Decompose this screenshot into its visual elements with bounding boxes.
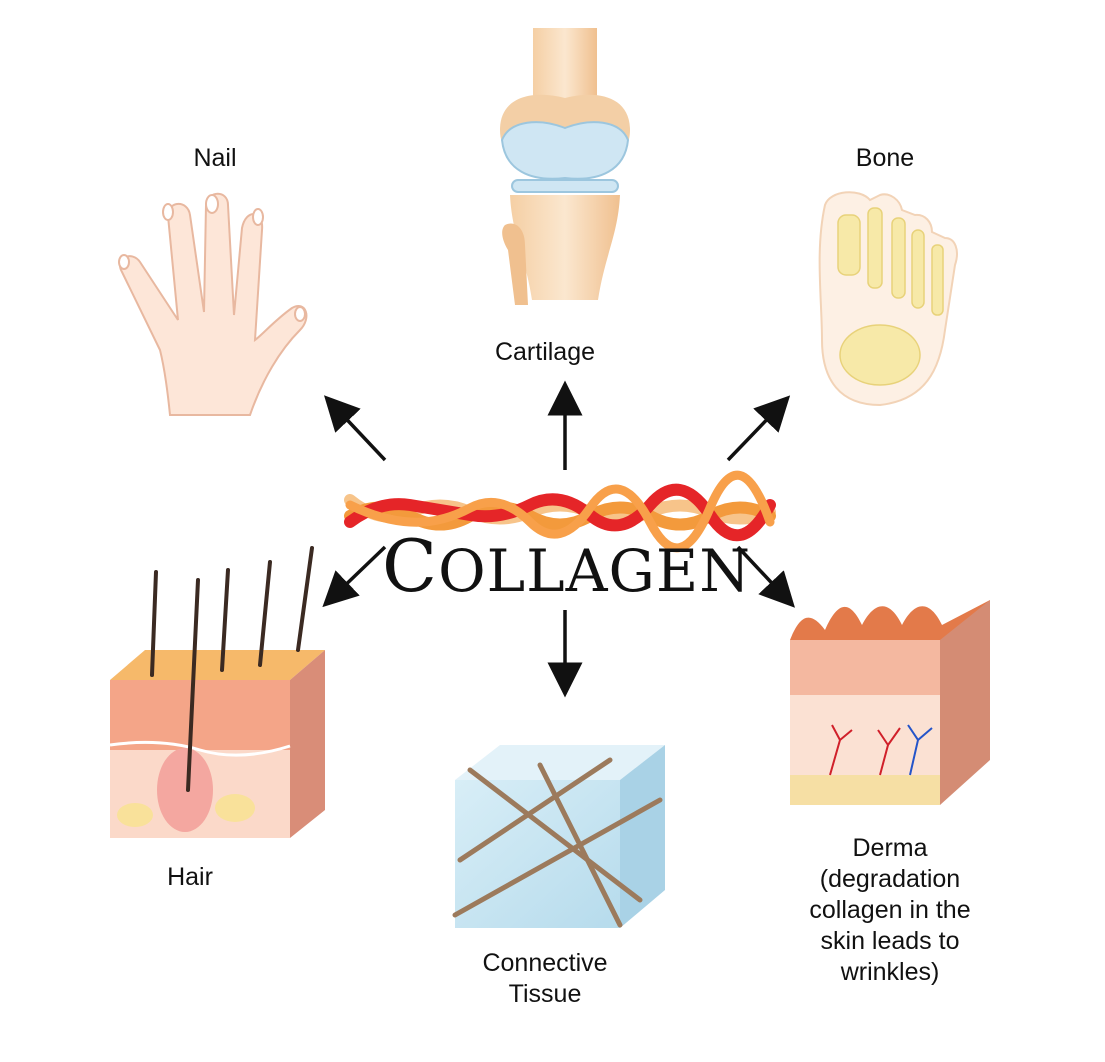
arrow-to-derma [736,545,795,608]
arrow-to-bone [726,395,791,462]
connective-tissue-cube-illustration [452,745,665,928]
foot-skeleton-illustration [818,191,958,407]
arrow-to-nail [323,395,387,462]
nail-label: Nail [193,144,237,172]
derma-label-line: skin leads to [820,927,960,955]
derma-label-line: collagen in the [809,896,971,924]
connective-tissue-label-line: Connective [482,949,608,977]
collagen-title: COLLAGEN [382,524,751,608]
connective-tissue-label-line: Tissue [508,980,582,1008]
collagen-helix-illustration [344,470,776,553]
hand-illustration [118,192,308,416]
derma-label-line: Derma [852,834,928,862]
fingernail-icon [205,194,219,214]
knee-joint-illustration [500,28,630,305]
cartilage-label: Cartilage [494,338,596,366]
derma-label-line: wrinkles) [840,958,940,986]
connective-tissue-label: Connective Tissue [440,948,650,1010]
hair-label: Hair [167,863,213,891]
derma-label-line: (degradation [819,865,961,893]
hair-skin-illustration [109,546,325,838]
bone-label: Bone [855,144,915,172]
arrow-to-hair [322,545,387,608]
derma-label: Derma (degradation collagen in the skin … [770,833,1010,988]
arrows [322,380,795,698]
derma-skin-illustration [790,600,990,805]
